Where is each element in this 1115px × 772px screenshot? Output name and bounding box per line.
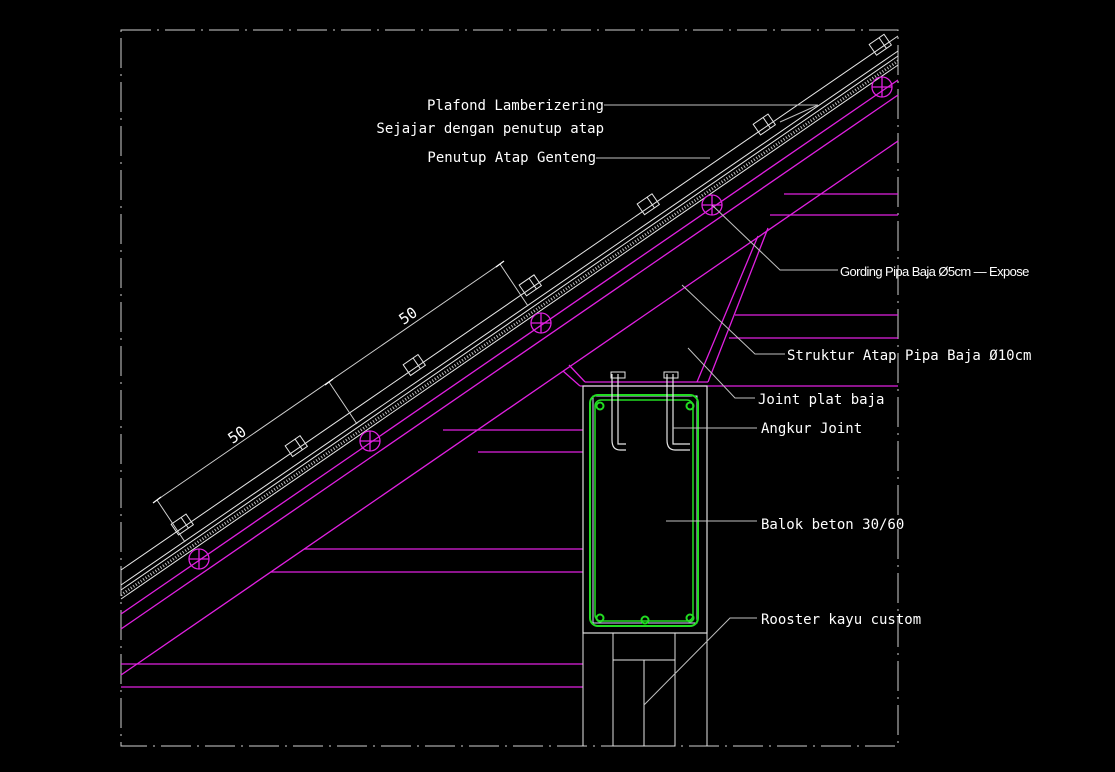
label-gording: Gording Pipa Baja Ø5cm — Expose — [840, 264, 1029, 279]
batten-clip — [752, 113, 777, 136]
stirrup-rebar — [589, 394, 699, 627]
dimension-upper: 50 — [396, 303, 421, 328]
label-penutup: Penutup Atap Genteng — [427, 150, 596, 166]
batten-clip — [868, 33, 893, 56]
wooden-rooster — [582, 632, 708, 747]
tile-batten-clips — [170, 33, 893, 536]
leader-lines — [596, 104, 838, 706]
label-joint: Joint plat baja — [758, 392, 884, 408]
batten-clip — [170, 513, 195, 536]
label-plafond-sub: Sejajar dengan penutup atap — [376, 121, 604, 137]
label-struktur: Struktur Atap Pipa Baja Ø10cm — [787, 348, 1031, 364]
dimension-lines — [152, 260, 529, 543]
batten-clip — [518, 274, 543, 297]
batten-clip — [402, 353, 427, 377]
label-plafond: Plafond Lamberizering — [427, 98, 604, 114]
label-balok: Balok beton 30/60 — [761, 517, 904, 533]
concrete-beam — [582, 385, 708, 634]
steel-roof-structure — [120, 79, 899, 688]
batten-clip — [284, 434, 309, 458]
label-rooster: Rooster kayu custom — [761, 612, 921, 628]
label-angkur: Angkur Joint — [761, 421, 862, 437]
anchor-joints — [610, 371, 690, 451]
batten-clip — [636, 193, 661, 216]
drawing-frame — [120, 29, 899, 747]
dimension-lower: 50 — [225, 422, 250, 447]
